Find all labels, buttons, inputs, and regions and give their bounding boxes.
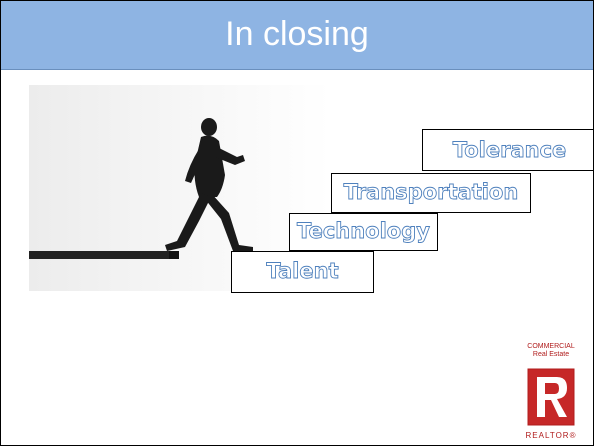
logo-brand: REALTOR <box>525 431 570 440</box>
man-walking-on-stairs-illustration <box>29 118 253 259</box>
logo-mark: ® <box>569 431 577 440</box>
slide-title: In closing <box>225 15 369 53</box>
step-tolerance: Tolerance <box>422 129 593 171</box>
platform <box>29 251 179 259</box>
man-silhouette <box>165 118 253 253</box>
step-talent: Talent <box>231 251 374 293</box>
realtor-r-icon <box>527 368 575 426</box>
logo-brand-text: REALTOR® <box>517 431 585 441</box>
stairs-photo <box>29 85 331 291</box>
logo-line2: Real Estate <box>532 351 570 358</box>
commercial-realtor-logo: COMMERCIAL Real Estate REALTOR® <box>517 343 585 443</box>
logo-line1: COMMERCIAL <box>527 343 575 350</box>
step-technology: Technology <box>289 213 438 251</box>
logo-top-text: COMMERCIAL Real Estate <box>517 343 585 359</box>
title-bar: In closing <box>1 1 593 70</box>
step-transportation: Transportation <box>331 173 531 213</box>
